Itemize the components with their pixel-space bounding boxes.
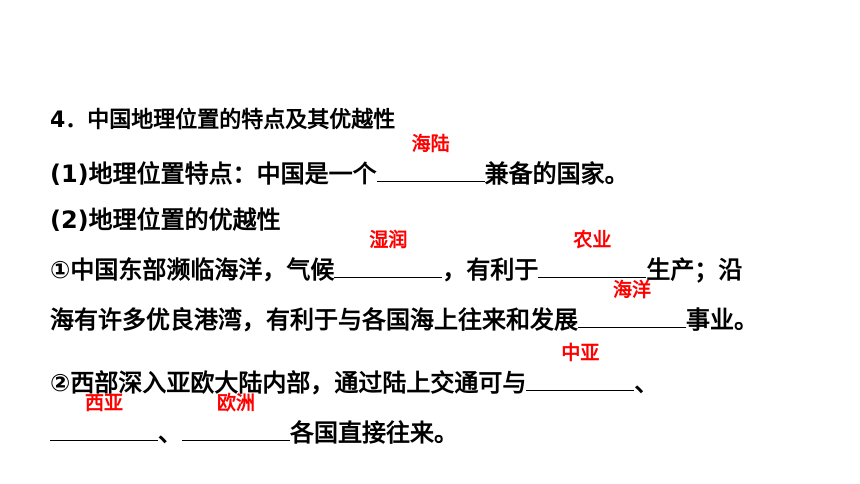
point-2-line-2: 西亚、 欧洲各国直接往来。 bbox=[50, 392, 458, 450]
item-2-title: (2)地理位置的优越性 bbox=[50, 206, 281, 234]
point-1-text-d: 海有许多优良港湾，有利于与各国海上往来和发展 bbox=[50, 306, 578, 334]
point-1-text-e: 事业。 bbox=[686, 306, 758, 334]
answer-central-asia: 中亚 bbox=[561, 342, 600, 364]
blank-west-asia: 西亚 bbox=[50, 392, 158, 441]
blank-central-asia: 中亚 bbox=[526, 342, 635, 391]
item-1-prefix: (1)地理位置特点：中国是一个 bbox=[50, 160, 377, 188]
section-title: 4．中国地理位置的特点及其优越性 bbox=[50, 108, 396, 133]
point-1-line-2: 海有许多优良港湾，有利于与各国海上往来和发展 海洋事业。 bbox=[50, 279, 758, 337]
answer-marine: 海洋 bbox=[612, 279, 651, 301]
item-1-suffix: 兼备的国家。 bbox=[484, 160, 629, 188]
answer-land-sea: 海陆 bbox=[411, 133, 450, 155]
item-1-line: (1)地理位置特点：中国是一个 海陆兼备的国家。 bbox=[50, 133, 629, 191]
blank-europe: 欧洲 bbox=[182, 392, 290, 441]
answer-humid: 湿润 bbox=[369, 229, 408, 251]
point-1-text-c: 生产；沿 bbox=[646, 256, 743, 284]
point-2-line-1: ②西部深入亚欧大陆内部，通过陆上交通可与 中亚、 bbox=[50, 342, 659, 400]
point-2-text-d: 各国直接往来。 bbox=[290, 419, 458, 447]
blank-marine: 海洋 bbox=[578, 279, 686, 328]
point-1-text-a: ①中国东部濒临海洋，气候 bbox=[50, 256, 335, 284]
point-1-line-1: ①中国东部濒临海洋，气候 湿润 ，有利于 农业生产；沿 bbox=[50, 229, 743, 287]
answer-west-asia: 西亚 bbox=[84, 392, 123, 414]
point-2-text-b: 、 bbox=[634, 369, 659, 397]
point-1-text-b: ，有利于 bbox=[442, 256, 539, 284]
blank-agriculture: 农业 bbox=[538, 229, 647, 278]
blank-land-sea: 海陆 bbox=[376, 133, 485, 182]
point-2-text-a: ②西部深入亚欧大陆内部，通过陆上交通可与 bbox=[50, 369, 527, 397]
blank-humid: 湿润 bbox=[334, 229, 443, 278]
answer-agriculture: 农业 bbox=[573, 229, 612, 251]
point-2-text-c: 、 bbox=[158, 419, 182, 447]
answer-europe: 欧洲 bbox=[216, 392, 255, 414]
